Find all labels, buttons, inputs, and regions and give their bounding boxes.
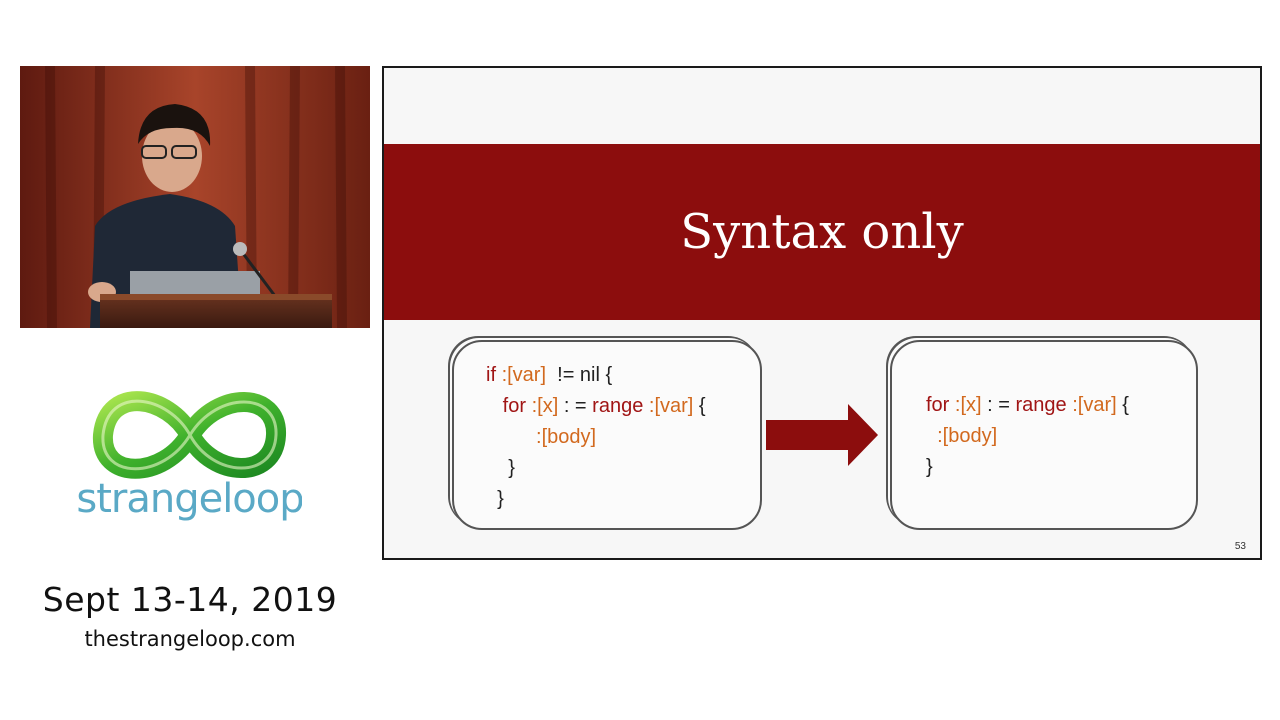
code-after-box: for :[x] : = range :[var] { :[body] }: [890, 340, 1198, 530]
placeholder-body: :[body]: [937, 425, 998, 447]
code-text: {: [698, 395, 706, 417]
event-website: thestrangeloop.com: [84, 627, 296, 651]
keyword-for: for: [926, 394, 950, 416]
presentation-slide: Syntax only if :[var] != nil { for :[x] …: [382, 66, 1262, 560]
placeholder-body: :[body]: [536, 426, 597, 448]
code-before-box: if :[var] != nil { for :[x] : = range :[…: [452, 340, 762, 530]
infinity-loop-icon: strangeloop: [76, 391, 305, 522]
keyword-range: range: [592, 395, 644, 417]
keyword-if: if: [486, 364, 496, 386]
placeholder-x: :[x]: [954, 394, 982, 416]
code-text: }: [926, 456, 933, 478]
placeholder-var: :[var]: [501, 364, 547, 386]
code-text: : =: [987, 394, 1010, 416]
code-before: if :[var] != nil { for :[x] : = range :[…: [486, 360, 706, 515]
speaker-video: [20, 66, 370, 328]
placeholder-var: :[var]: [648, 395, 694, 417]
speaker-video-frame: [20, 66, 370, 328]
keyword-for: for: [502, 395, 527, 417]
strangeloop-wordmark: strangeloop: [78, 476, 302, 522]
title-banner: Syntax only: [384, 144, 1260, 320]
event-date: Sept 13-14, 2019: [42, 580, 338, 619]
slide-page-number: 53: [1234, 541, 1246, 552]
code-text: }: [508, 457, 515, 479]
code-text: : =: [563, 395, 587, 417]
right-arrow-icon: [766, 404, 878, 466]
code-text: != nil {: [557, 364, 613, 386]
code-after: for :[x] : = range :[var] { :[body] }: [926, 390, 1129, 483]
slide-title: Syntax only: [680, 204, 964, 260]
strangeloop-logo: strangeloop: [76, 380, 305, 530]
placeholder-x: :[x]: [531, 395, 559, 417]
keyword-range: range: [1015, 394, 1067, 416]
code-text: {: [1122, 394, 1129, 416]
code-text: }: [497, 488, 504, 510]
placeholder-var: :[var]: [1072, 394, 1117, 416]
